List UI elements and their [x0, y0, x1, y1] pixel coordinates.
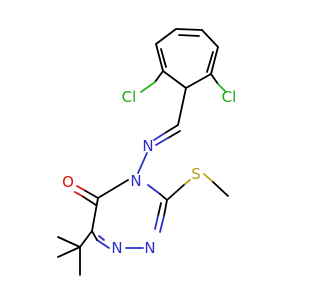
bond	[98, 235, 105, 241]
bond	[185, 73, 212, 89]
molecule-diagram: Cl Cl N N O S N N	[57, 28, 237, 276]
bond	[83, 189, 99, 199]
bond	[97, 179, 129, 199]
bond	[178, 34, 200, 37]
ring-nitrogen-1-atom: N	[111, 239, 122, 257]
bond	[57, 236, 81, 248]
bond	[154, 70, 164, 83]
bond	[74, 191, 83, 197]
bond	[140, 81, 156, 93]
bond	[155, 43, 164, 72]
structure-svg: Cl Cl N N O S N N	[57, 28, 237, 276]
bond	[96, 239, 110, 249]
benzene-ring	[155, 28, 219, 89]
bond	[160, 48, 167, 68]
bond	[147, 184, 161, 195]
bond	[164, 124, 179, 134]
bond	[175, 28, 203, 31]
bond	[201, 29, 219, 48]
bond	[153, 132, 166, 141]
bond	[79, 230, 93, 248]
bond	[137, 152, 148, 174]
bond	[157, 202, 162, 217]
bond	[159, 215, 165, 233]
bond	[162, 70, 187, 89]
bond	[217, 83, 227, 93]
ring-nitrogen-4-atom: N	[130, 172, 141, 190]
chlorine-atom-right: Cl	[222, 88, 237, 106]
triazine-ring	[91, 179, 168, 249]
bond	[76, 185, 85, 191]
chlorine-atom-left: Cl	[122, 88, 137, 106]
bond	[155, 137, 169, 146]
bond	[57, 246, 81, 258]
carbonyl-oxygen-atom: O	[62, 173, 74, 191]
bond	[212, 181, 229, 197]
bond	[163, 199, 168, 217]
bond	[154, 215, 159, 230]
bond	[210, 46, 219, 75]
bond	[203, 173, 214, 183]
bond	[91, 230, 98, 241]
bond	[210, 73, 219, 85]
bond	[166, 183, 186, 201]
bond	[206, 51, 214, 73]
bond	[159, 193, 168, 201]
bond	[177, 87, 187, 126]
bond	[91, 197, 99, 232]
ring-nitrogen-2-atom: N	[144, 239, 155, 257]
bond	[184, 179, 191, 185]
bond	[167, 130, 181, 139]
bond	[155, 28, 177, 45]
imine-nitrogen-atom: N	[142, 137, 153, 155]
sulfur-atom: S	[191, 165, 201, 183]
bond	[81, 195, 97, 206]
